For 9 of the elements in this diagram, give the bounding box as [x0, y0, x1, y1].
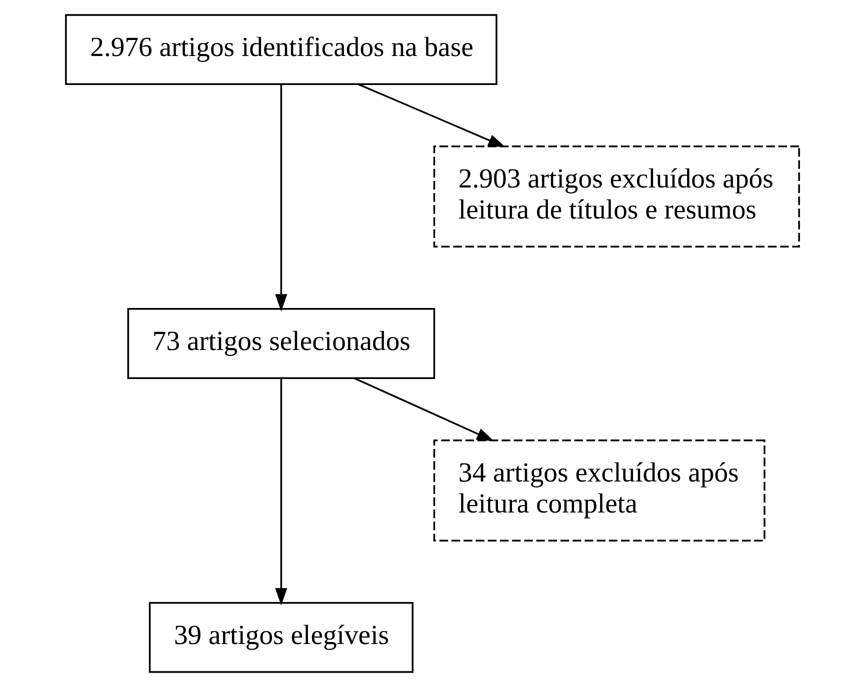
node-box: 34 artigos excluídos após leitura completa	[432, 439, 765, 542]
arrow	[274, 84, 287, 312]
arrow	[353, 377, 494, 442]
node-box: 2.903 artigos excluídos após leitura de títulos e resumos	[432, 146, 800, 248]
arrow	[274, 378, 287, 606]
node-box: 39 artigos elegíveis	[148, 602, 413, 673]
arrow	[357, 83, 506, 148]
node-box: 2.976 artigos identificados na base	[64, 14, 497, 85]
node-box: 73 artigos selecionados	[126, 308, 435, 379]
